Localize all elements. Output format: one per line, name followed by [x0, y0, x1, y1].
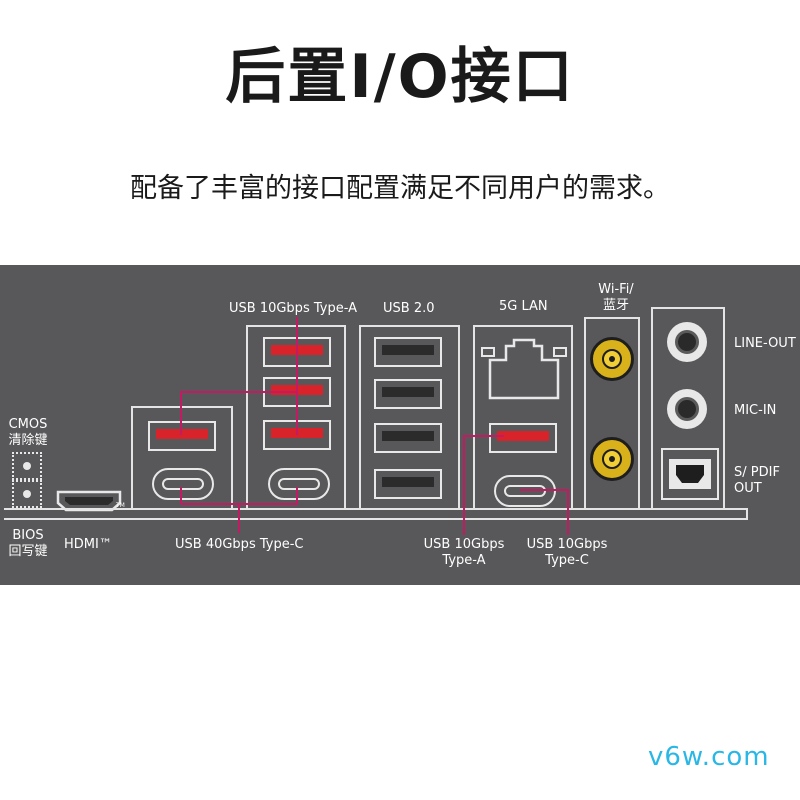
wifi-antenna-housing	[584, 317, 640, 510]
label-spdif: S/ PDIF OUT	[734, 465, 780, 497]
label-mic-in: MIC-IN	[734, 403, 777, 418]
watermark: v6w.com	[648, 742, 770, 772]
label-usb10c-line1: USB 10Gbps	[526, 537, 608, 552]
usb20-port	[374, 379, 442, 409]
label-spdif-line2: OUT	[734, 481, 762, 496]
jack-hole	[675, 330, 699, 354]
port-tongue	[382, 387, 434, 397]
button-dot-icon	[23, 462, 31, 470]
port-tongue	[497, 431, 549, 441]
spdif-optical-port-icon	[661, 448, 719, 500]
usb20-port	[374, 337, 442, 367]
callout-line	[520, 489, 569, 491]
port-tongue	[156, 429, 208, 439]
label-cmos-line2: 清除键	[8, 433, 48, 448]
label-usb10a-bottom-line2: Type-A	[442, 553, 486, 568]
label-usb10a-bottom-line1: USB 10Gbps	[423, 537, 505, 552]
usb20-stack-housing	[359, 325, 460, 510]
jack-hole	[675, 397, 699, 421]
wifi-antenna-connector-icon	[590, 337, 634, 381]
port-inner	[278, 478, 320, 490]
label-usb10c: USB 10Gbps Type-C	[521, 537, 613, 569]
line-out-jack-icon	[667, 322, 707, 362]
label-usb10a-top: USB 10Gbps Type-A	[229, 301, 358, 316]
label-5g-lan: 5G LAN	[499, 299, 548, 314]
port-tongue	[382, 477, 434, 487]
port-inner	[504, 485, 546, 497]
callout-line	[181, 391, 298, 393]
usb10a-port	[148, 421, 216, 451]
cmos-clear-button	[12, 452, 42, 480]
page-title: 后置I/O接口	[225, 42, 575, 112]
callout-line	[180, 487, 182, 504]
label-hdmi: HDMI™	[64, 537, 112, 552]
callout-line	[180, 391, 182, 435]
label-cmos: CMOS 清除键	[4, 417, 52, 449]
usb40c-port	[268, 468, 330, 500]
label-wifi: Wi-Fi/ 蓝牙	[588, 282, 644, 314]
label-cmos-line1: CMOS	[8, 417, 48, 432]
label-usb20: USB 2.0	[383, 301, 435, 316]
usb10a-port	[489, 423, 557, 453]
label-bios: BIOS 回写键	[4, 528, 52, 560]
label-usb40c: USB 40Gbps Type-C	[175, 537, 304, 552]
label-bios-line2: 回写键	[8, 544, 48, 559]
mic-in-jack-icon	[667, 389, 707, 429]
antenna-pin	[609, 356, 615, 362]
wifi-antenna-connector-icon	[590, 437, 634, 481]
usb10c-port	[494, 475, 556, 507]
audio-stack-housing	[651, 307, 725, 510]
callout-line	[296, 487, 298, 504]
callout-line	[238, 503, 240, 533]
callout-line	[296, 317, 298, 435]
ethernet-port-icon	[481, 338, 567, 400]
label-spdif-line1: S/ PDIF	[734, 465, 780, 480]
callout-line	[463, 435, 465, 535]
label-usb10a-bottom: USB 10Gbps Type-A	[418, 537, 510, 569]
label-line-out: LINE-OUT	[734, 336, 796, 351]
hdmi-port-icon	[56, 490, 122, 512]
page-subtitle: 配备了丰富的接口配置满足不同用户的需求。	[130, 173, 670, 204]
label-bios-line1: BIOS	[12, 528, 44, 543]
label-usb10c-line2: Type-C	[545, 553, 589, 568]
port-inner	[162, 478, 204, 490]
label-wifi-line1: Wi-Fi/	[598, 282, 634, 297]
callout-line	[464, 435, 504, 437]
button-dot-icon	[23, 490, 31, 498]
bios-flashback-button	[12, 480, 42, 508]
usb20-port	[374, 469, 442, 499]
callout-line	[567, 489, 569, 535]
usb20-port	[374, 423, 442, 453]
lan-stack-housing	[473, 325, 573, 510]
port-tongue	[382, 345, 434, 355]
label-wifi-line2: 蓝牙	[602, 298, 629, 313]
usb40c-port	[152, 468, 214, 500]
usb40-port-housing	[131, 406, 233, 510]
port-tongue	[382, 431, 434, 441]
hdmi-tm-mark: TM	[116, 502, 125, 509]
io-panel: USB 10Gbps Type-A USB 2.0 5G LAN Wi-Fi/ …	[0, 265, 800, 585]
antenna-pin	[609, 456, 615, 462]
